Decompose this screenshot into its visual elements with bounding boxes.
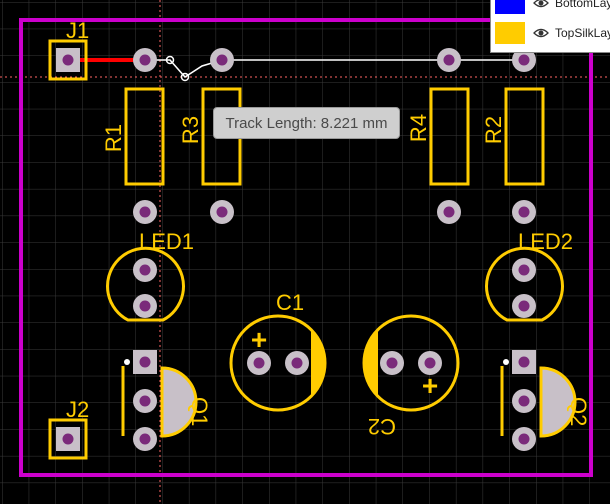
pad[interactable] [437, 48, 461, 72]
c1-plus: + [251, 324, 267, 355]
pad[interactable] [437, 200, 461, 224]
eye-icon[interactable] [533, 25, 549, 41]
led1-label: LED1 [139, 229, 194, 254]
r2-label: R2 [481, 116, 506, 144]
pad[interactable] [512, 294, 536, 318]
pad[interactable] [133, 294, 157, 318]
pad[interactable] [133, 389, 157, 413]
pad[interactable] [285, 351, 309, 375]
layer-color-swatch[interactable] [495, 22, 525, 44]
pad[interactable] [512, 389, 536, 413]
pad[interactable] [512, 200, 536, 224]
eye-icon[interactable] [533, 0, 549, 11]
c2-label: C2 [368, 414, 396, 439]
pad[interactable] [133, 258, 157, 282]
j1-label: J1 [66, 18, 89, 43]
q1-label: Q1 [187, 397, 212, 426]
j2-label: J2 [66, 397, 89, 422]
c2-footprint[interactable] [362, 314, 460, 412]
layer-name: BottomLayer [555, 0, 610, 10]
pad[interactable] [512, 350, 536, 374]
r1-body[interactable] [124, 87, 165, 186]
pad[interactable] [512, 258, 536, 282]
j2-footprint[interactable] [48, 418, 88, 460]
pad[interactable] [247, 351, 271, 375]
track-vertex[interactable] [180, 72, 190, 82]
pad[interactable] [380, 351, 404, 375]
pad[interactable] [512, 427, 536, 451]
layer-row-bottom[interactable]: BottomLayer [491, 0, 610, 14]
r3-label: R3 [178, 116, 203, 144]
r2-body[interactable] [504, 87, 545, 186]
led2-label: LED2 [518, 229, 573, 254]
r4-label: R4 [406, 114, 431, 142]
pad[interactable] [133, 427, 157, 451]
c2-plus: + [422, 370, 438, 401]
q2-footprint[interactable] [500, 359, 577, 438]
pad[interactable] [418, 351, 442, 375]
pad[interactable] [512, 48, 536, 72]
c1-footprint[interactable] [229, 314, 327, 412]
pad[interactable] [210, 48, 234, 72]
pad[interactable] [133, 48, 157, 72]
track-vertex[interactable] [165, 55, 175, 65]
board-outline [19, 18, 593, 477]
layer-color-swatch[interactable] [495, 0, 525, 14]
pad[interactable] [133, 350, 157, 374]
pad[interactable] [133, 200, 157, 224]
layer-name: TopSilkLayer [555, 26, 610, 40]
track-length-text: Track Length: 8.221 mm [225, 114, 388, 132]
pad[interactable] [210, 200, 234, 224]
r1-label: R1 [101, 124, 126, 152]
j1-footprint[interactable] [48, 39, 88, 81]
track-length-tooltip: Track Length: 8.221 mm [213, 107, 400, 139]
c1-label: C1 [276, 290, 304, 315]
r4-body[interactable] [429, 87, 470, 186]
q1-footprint[interactable] [121, 359, 198, 438]
led2-outline[interactable] [485, 246, 564, 322]
layer-row-top-silk[interactable]: TopSilkLayer [491, 22, 610, 44]
q2-label: Q2 [566, 397, 591, 426]
led1-outline[interactable] [106, 246, 185, 322]
layers-panel[interactable]: BottomLayer TopSilkLayer [490, 0, 610, 53]
